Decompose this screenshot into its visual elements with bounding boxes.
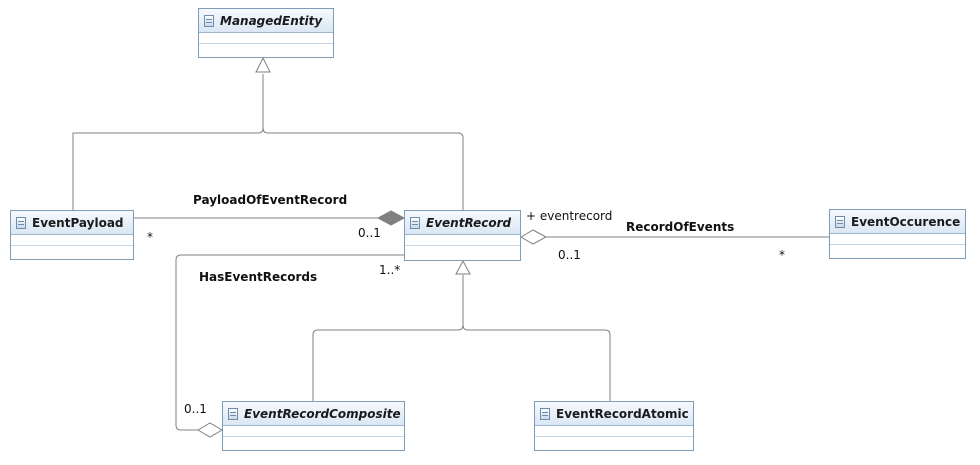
generalization-edge-event-record[interactable]	[312, 275, 611, 401]
class-name: EventOccurence	[851, 214, 961, 229]
aggregation-edge-has-event-records[interactable]	[175, 254, 404, 431]
operations-compartment	[405, 246, 520, 256]
class-icon	[16, 216, 26, 229]
attributes-compartment	[199, 33, 333, 44]
class-managed-entity[interactable]: ManagedEntity	[198, 8, 334, 58]
aggregation-diamond-eventrecord	[520, 229, 548, 245]
association-label-payload-of-event-record: PayloadOfEventRecord	[193, 193, 348, 207]
association-label-has-event-records: HasEventRecords	[199, 270, 318, 284]
generalization-arrowhead-event-record	[455, 259, 471, 275]
class-event-record-composite[interactable]: EventRecordComposite	[222, 401, 405, 451]
class-header: ManagedEntity	[199, 9, 333, 33]
association-label-record-of-events: RecordOfEvents	[626, 220, 735, 234]
multiplicity-has-records-end: 1..*	[379, 263, 401, 277]
class-name: ManagedEntity	[220, 13, 323, 28]
class-event-payload[interactable]: EventPayload	[10, 210, 134, 260]
attributes-compartment	[405, 235, 520, 246]
attributes-compartment	[223, 426, 404, 437]
multiplicity-record-events-end: 0..1	[558, 248, 581, 262]
class-name: EventRecordAtomic	[556, 406, 689, 421]
class-header: EventPayload	[11, 211, 133, 235]
generalization-arrowhead-managed-entity	[255, 56, 271, 73]
composition-diamond	[376, 210, 406, 226]
class-event-record[interactable]: EventRecord	[404, 210, 521, 261]
attributes-compartment	[535, 426, 693, 437]
aggregation-diamond-composite	[197, 422, 223, 438]
class-icon	[540, 407, 550, 420]
multiplicity-record-payload-end: 0..1	[358, 226, 381, 240]
operations-compartment	[11, 246, 133, 256]
class-name: EventRecordComposite	[244, 406, 401, 421]
class-icon	[228, 407, 238, 420]
class-icon	[410, 216, 420, 229]
role-label-eventrecord: + eventrecord	[526, 209, 613, 223]
operations-compartment	[223, 437, 404, 447]
operations-compartment	[199, 44, 333, 54]
operations-compartment	[830, 245, 965, 255]
multiplicity-occurence-end: *	[779, 248, 785, 262]
class-icon	[835, 215, 845, 228]
class-header: EventOccurence	[830, 210, 965, 234]
class-name: EventPayload	[32, 215, 124, 230]
multiplicity-payload-end: *	[147, 230, 153, 244]
class-header: EventRecordAtomic	[535, 402, 693, 426]
operations-compartment	[535, 437, 693, 447]
class-name: EventRecord	[426, 215, 512, 230]
multiplicity-composite-end: 0..1	[184, 402, 207, 416]
generalization-edge-managed-entity[interactable]	[72, 74, 464, 210]
class-icon	[204, 14, 214, 27]
class-event-occurence[interactable]: EventOccurence	[829, 209, 966, 259]
attributes-compartment	[11, 235, 133, 246]
attributes-compartment	[830, 234, 965, 245]
class-event-record-atomic[interactable]: EventRecordAtomic	[534, 401, 694, 451]
class-header: EventRecord	[405, 211, 520, 235]
class-header: EventRecordComposite	[223, 402, 404, 426]
